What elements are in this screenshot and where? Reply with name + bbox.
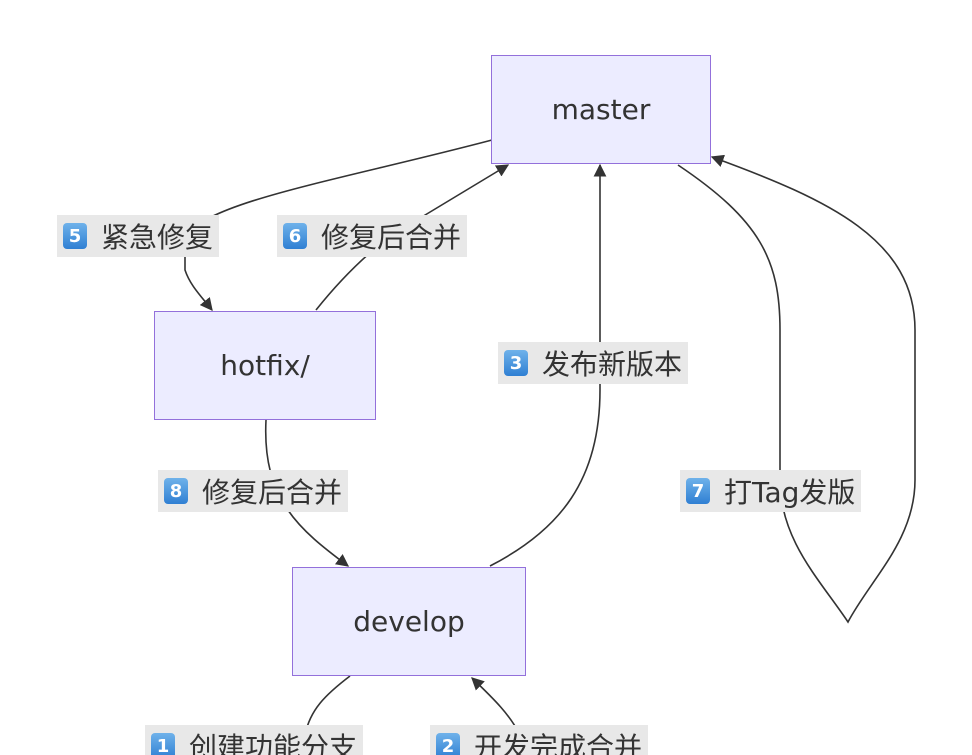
edge-label-6-text: 修复后合并 — [321, 221, 462, 254]
node-master[interactable]: master — [491, 55, 711, 164]
node-hotfix-label: hotfix/ — [220, 349, 310, 382]
edge-label-7-text: 打Tag发版 — [724, 476, 856, 509]
number-badge-6: 6 — [283, 223, 307, 249]
edge-label-3: 3 发布新版本 — [498, 342, 689, 384]
number-badge-2: 2 — [436, 733, 460, 755]
number-badge-3: 3 — [504, 350, 528, 376]
edge-label-5-text: 紧急修复 — [101, 221, 214, 254]
number-badge-8: 8 — [164, 478, 188, 504]
number-badge-5: 5 — [63, 223, 87, 249]
edge-master-to-hotfix — [184, 139, 493, 311]
edge-label-1: 1 创建功能分支 — [145, 725, 364, 755]
edge-label-2: 2 开发完成合并 — [430, 725, 649, 755]
edge-label-5: 5 紧急修复 — [57, 215, 220, 257]
number-badge-1: 1 — [151, 733, 175, 755]
node-hotfix[interactable]: hotfix/ — [154, 311, 376, 420]
node-master-label: master — [551, 93, 651, 126]
number-badge-7: 7 — [686, 478, 710, 504]
edge-label-2-text: 开发完成合并 — [474, 731, 643, 755]
edge-label-3-text: 发布新版本 — [542, 348, 683, 381]
edge-label-7: 7 打Tag发版 — [680, 470, 862, 512]
node-develop[interactable]: develop — [292, 567, 526, 676]
edge-label-1-text: 创建功能分支 — [189, 731, 358, 755]
edge-develop-to-master — [489, 163, 607, 567]
edge-label-8: 8 修复后合并 — [158, 470, 349, 512]
node-develop-label: develop — [353, 605, 465, 638]
edge-master-self-loop — [677, 154, 916, 624]
edge-label-6: 6 修复后合并 — [277, 215, 468, 257]
edge-label-8-text: 修复后合并 — [202, 476, 343, 509]
